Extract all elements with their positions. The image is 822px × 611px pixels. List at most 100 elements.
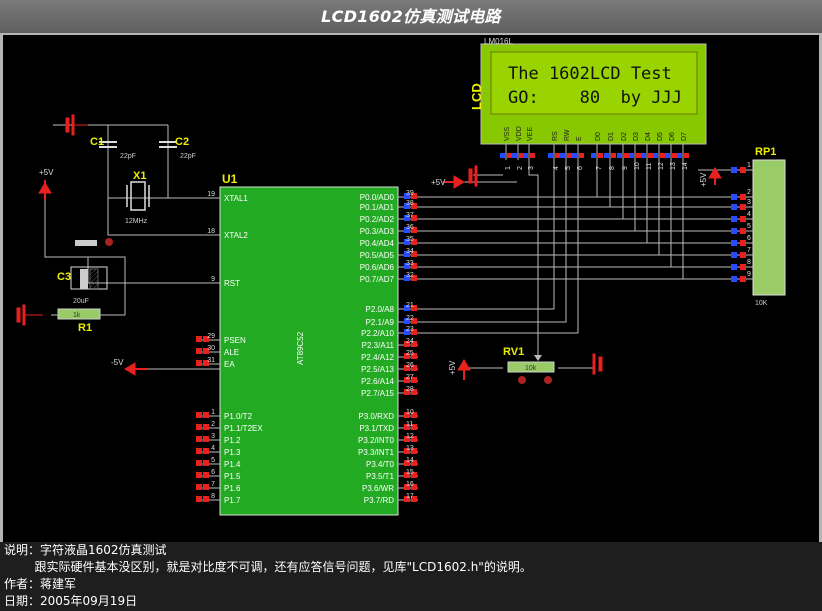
svg-text:13: 13 (406, 445, 414, 452)
mcu-pin-p1-0-t2: 1 P1.0/T2 (196, 409, 253, 421)
supply-arrow (38, 180, 52, 200)
rp1-pin: 6 (731, 235, 753, 246)
svg-text:1: 1 (505, 166, 512, 170)
svg-text:P1.0/T2: P1.0/T2 (224, 412, 253, 421)
svg-text:P1.3: P1.3 (224, 448, 241, 457)
svg-text:9: 9 (747, 271, 751, 278)
svg-text:8: 8 (747, 259, 751, 266)
svg-text:P2.4/A12: P2.4/A12 (361, 353, 394, 362)
svg-text:1: 1 (211, 409, 215, 416)
svg-text:P3.7/RD: P3.7/RD (364, 496, 394, 505)
svg-text:P2.6/A14: P2.6/A14 (361, 377, 394, 386)
svg-text:22: 22 (406, 315, 414, 322)
note-line: 跟实际硬件基本没区别，就是对比度不可调，还有应答信号问题，见库"LCD1602.… (4, 560, 532, 574)
svg-text:19: 19 (207, 191, 215, 198)
svg-text:P3.6/WR: P3.6/WR (362, 484, 394, 493)
schematic-canvas: +5V -5V +5V +5V +5V (3, 35, 819, 542)
svg-text:P3.0/RXD: P3.0/RXD (358, 412, 394, 421)
lcd-model-label: LM016L (484, 37, 513, 46)
supply-arrow (124, 362, 148, 376)
svg-text:D0: D0 (595, 132, 602, 141)
supply-arrow (443, 175, 465, 189)
rp1-value: 10K (755, 300, 768, 307)
plus5v-label: +5V (699, 172, 708, 187)
lcd-pin-d2: D29 (617, 132, 629, 170)
svg-text:8: 8 (609, 166, 616, 170)
svg-text:D6: D6 (669, 132, 676, 141)
svg-text:XTAL1: XTAL1 (224, 194, 248, 203)
svg-text:P0.3/AD3: P0.3/AD3 (360, 227, 395, 236)
c1-value: 22pF (120, 153, 136, 160)
capacitor-c1 (99, 141, 117, 148)
svg-text:P1.7: P1.7 (224, 496, 241, 505)
svg-text:P3.1/TXD: P3.1/TXD (359, 424, 394, 433)
power-symbols (16, 114, 722, 380)
svg-text:14: 14 (682, 162, 689, 170)
svg-text:D1: D1 (608, 132, 615, 141)
description-panel: 说明：字符液晶1602仿真测试 跟实际硬件基本没区别，就是对比度不可调，还有应答… (0, 542, 822, 611)
svg-text:5: 5 (565, 166, 572, 170)
ground-symbol (65, 114, 88, 136)
lcd-pin-rw: RW5 (560, 129, 572, 170)
ground-symbol (16, 304, 43, 326)
svg-text:VEE: VEE (527, 127, 534, 141)
svg-text:6: 6 (577, 166, 584, 170)
potentiometer-rv1 (507, 345, 555, 384)
svg-text:26: 26 (406, 362, 414, 369)
component-value-labels: 22pF 22pF 12MHz 20uF 1k 10k 10K (73, 153, 768, 372)
svg-text:P3.4/T0: P3.4/T0 (366, 460, 395, 469)
svg-text:25: 25 (406, 350, 414, 357)
lcd-ref-label: LCD (469, 83, 484, 110)
svg-text:P0.2/AD2: P0.2/AD2 (360, 215, 395, 224)
wires (44, 124, 748, 370)
rp1-pin: 7 (731, 247, 753, 258)
c3-value: 20uF (73, 298, 89, 305)
svg-text:2: 2 (747, 189, 751, 196)
svg-text:4: 4 (747, 211, 751, 218)
lcd-pin-vee: VEE 3 (523, 127, 535, 170)
component-ref-labels: C1 C2 X1 C3 R1 RV1 RP1 (57, 136, 776, 358)
svg-text:P0.1/AD1: P0.1/AD1 (360, 203, 395, 212)
svg-text:10: 10 (634, 162, 641, 170)
svg-text:3: 3 (528, 166, 535, 170)
svg-text:P2.7/A15: P2.7/A15 (361, 389, 394, 398)
plus5v-label: +5V (431, 178, 446, 187)
svg-text:3: 3 (211, 433, 215, 440)
svg-text:31: 31 (207, 357, 215, 364)
lcd-pin-d1: D1 8 (604, 132, 616, 170)
svg-text:VSS: VSS (504, 127, 511, 141)
lcd-pin-rs: RS4 (548, 131, 560, 170)
svg-text:D5: D5 (657, 132, 664, 141)
svg-text:7: 7 (211, 481, 215, 488)
note-line: 说明：字符液晶1602仿真测试 (4, 543, 167, 557)
rp1-pin: 9 (731, 271, 753, 282)
x1-value: 12MHz (125, 218, 148, 225)
schematic-title: LCD1602仿真测试电路 (0, 0, 822, 33)
lcd-line-2: GO: 80 by JJJ (508, 88, 682, 108)
rp1-pin: 3 (731, 199, 753, 210)
schematic-drawing: +5V -5V +5V +5V +5V (16, 37, 786, 516)
svg-text:P3.3/INT1: P3.3/INT1 (358, 448, 395, 457)
svg-text:18: 18 (207, 228, 215, 235)
